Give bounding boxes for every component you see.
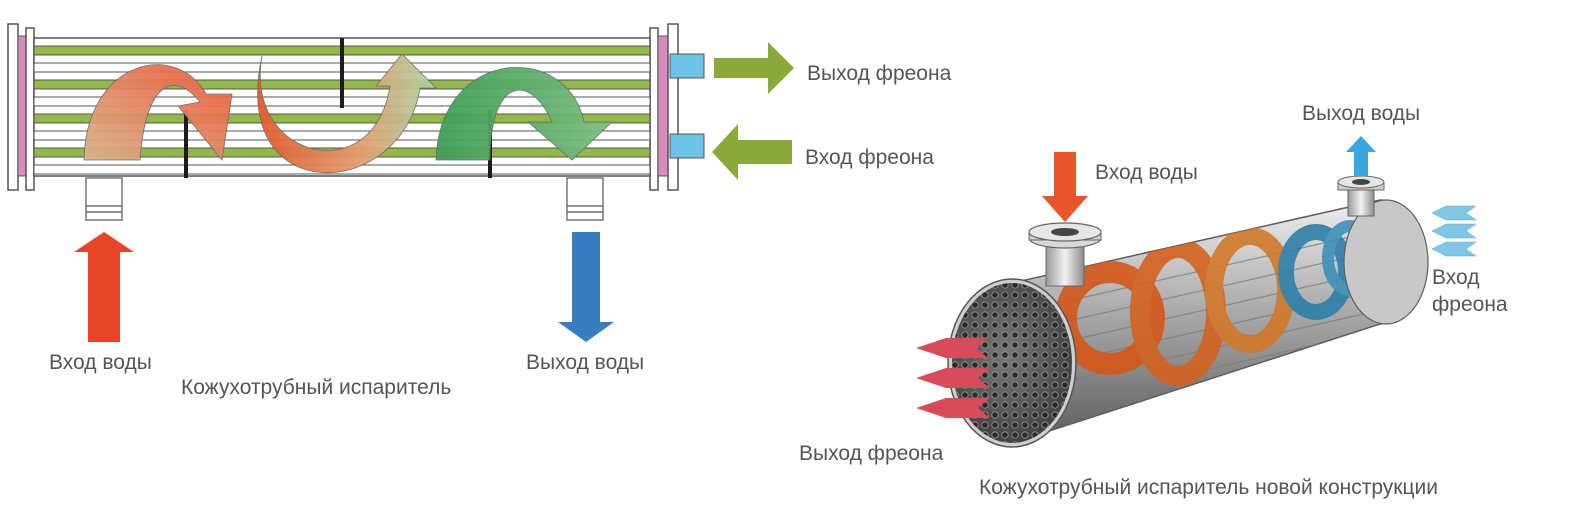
water-outlet-pipe — [1337, 175, 1385, 217]
right-end-cap — [667, 23, 679, 191]
water-out-arrow — [558, 232, 614, 342]
right-diagram-caption: Кожухотрубный испаритель новой конструкц… — [979, 476, 1438, 499]
water-inlet-nozzle — [85, 177, 123, 221]
right-tube-sheet — [657, 35, 669, 177]
freon-out-arrows-right — [916, 338, 990, 418]
left-end-cap — [7, 23, 19, 191]
freon-in-arrow — [712, 124, 792, 180]
left-tube-sheet — [17, 35, 27, 177]
water-in-arrow — [74, 232, 134, 342]
freon-outlet-port — [669, 53, 705, 79]
new-design-evaporator — [916, 136, 1477, 448]
water-in-arrow-right — [1042, 152, 1088, 222]
right-end-cap — [1343, 199, 1429, 325]
water-outlet-nozzle — [566, 177, 604, 221]
freon-inlet-port — [669, 133, 705, 159]
right-water-out-label: Выход воды — [1302, 102, 1421, 125]
water-out-arrow-right — [1346, 136, 1376, 176]
flow-arrow-3 — [435, 66, 614, 161]
left-water-out-label: Выход воды — [526, 351, 645, 374]
left-freon-out-label: Выход фреона — [807, 62, 952, 85]
flow-arrow-1 — [83, 64, 233, 161]
left-freon-in-label: Вход фреона — [805, 146, 934, 169]
shell-and-tube-evaporator — [7, 23, 794, 342]
freon-out-arrow — [714, 42, 794, 94]
right-freon-out-label: Выход фреона — [799, 442, 944, 465]
flow-arrow-2 — [257, 53, 437, 173]
left-diagram-caption: Кожухотрубный испаритель — [181, 376, 452, 399]
water-inlet-pipe — [1028, 222, 1102, 287]
right-freon-in-label-line2: фреона — [1432, 293, 1508, 316]
freon-in-arrows-right — [1431, 205, 1477, 257]
right-freon-in-label-line1: Вход — [1432, 266, 1480, 289]
left-water-in-label: Вход воды — [49, 351, 152, 374]
right-water-in-label: Вход воды — [1095, 161, 1198, 184]
